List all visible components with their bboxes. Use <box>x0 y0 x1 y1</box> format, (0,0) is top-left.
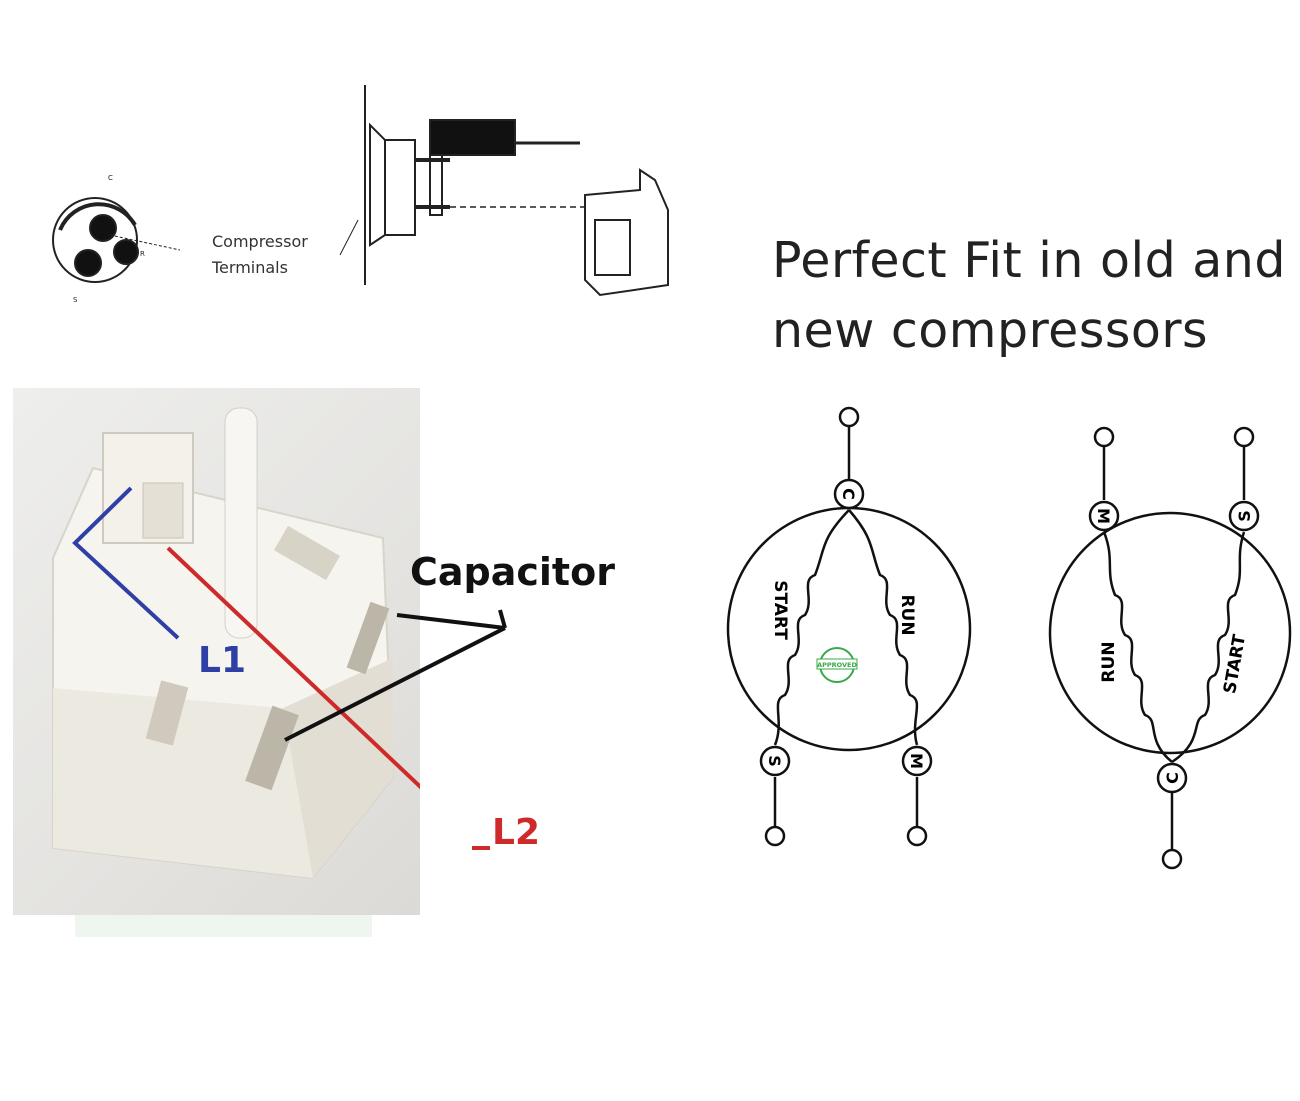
left-start-label: START <box>770 580 790 640</box>
terminal-plate <box>52 197 181 283</box>
relay-photo <box>13 388 487 915</box>
wiring-diagrams: C S M START RUN APPROVED M S C RUN START <box>726 406 1292 870</box>
left-terminal-c: C <box>839 488 858 500</box>
approved-badge-text: APPROVED <box>817 661 857 669</box>
left-run-label: RUN <box>897 594 917 635</box>
right-run-label: RUN <box>1099 641 1119 682</box>
headline-line1: Perfect Fit in old and <box>772 232 1286 289</box>
compressor-label-line2: Terminals <box>211 258 288 277</box>
l1-wire <box>72 486 180 640</box>
compressor-label-line1: Compressor <box>212 232 308 251</box>
headline: Perfect Fit in old and new compressors <box>772 226 1286 366</box>
l2-label: L2 <box>492 812 540 853</box>
terminal-letter-s: S <box>73 296 78 304</box>
terminal-letter-c: C <box>108 174 113 182</box>
right-terminal-c: C <box>1163 772 1182 784</box>
terminal-letter-r: R <box>140 250 145 258</box>
left-terminal-m: M <box>907 753 926 769</box>
wiring-diagram-right <box>1048 426 1292 870</box>
right-start-label: START <box>1220 633 1250 696</box>
l1-label: L1 <box>198 640 246 681</box>
relay-illustration <box>52 407 487 880</box>
capacitor-label: Capacitor <box>410 550 615 594</box>
photo-shadow <box>75 915 372 937</box>
compressor-side-view <box>339 85 669 297</box>
compressor-terminal-drawing: C S R Compressor Terminals <box>52 85 669 304</box>
wiring-diagram-left <box>726 406 972 847</box>
right-terminal-s: S <box>1235 510 1254 522</box>
headline-line2: new compressors <box>772 302 1209 359</box>
approved-badge: APPROVED <box>816 647 858 683</box>
right-terminal-m: M <box>1094 508 1113 524</box>
left-terminal-s: S <box>765 755 784 767</box>
